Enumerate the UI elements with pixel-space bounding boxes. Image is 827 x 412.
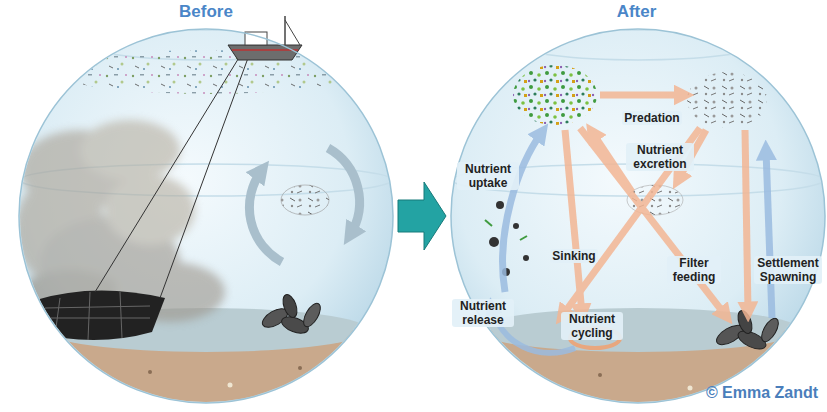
sediment-grain [598, 373, 602, 377]
flux-arrows [492, 95, 772, 353]
particle [496, 201, 504, 209]
before-scene [0, 30, 420, 412]
boat-stripe [232, 49, 298, 51]
plume-cloud [105, 175, 195, 245]
particle [489, 237, 499, 247]
particle [520, 236, 527, 240]
particle [485, 220, 492, 226]
uptake-arrow [503, 132, 542, 292]
boat-hull [228, 45, 302, 60]
sphere-outline [446, 0, 827, 412]
process-label: Nutrient cycling [561, 312, 623, 340]
zooplankton-cluster [687, 72, 767, 128]
spawning-arrow [766, 150, 772, 318]
sediment-grain [688, 386, 693, 391]
plankton-layer [56, 50, 356, 94]
flux-arrow [580, 128, 726, 316]
mussel [735, 309, 754, 336]
process-label: Predation [622, 111, 681, 125]
particle [523, 255, 529, 261]
block-arrow [398, 182, 446, 250]
after-scene [440, 30, 827, 412]
panel-heading: After [446, 2, 827, 22]
flux-arrow [600, 92, 684, 99]
mussel [280, 293, 299, 320]
sphere-panel: Before [14, 0, 398, 412]
circulation-arrow [328, 148, 360, 235]
process-label: Settlement Spawning [754, 256, 822, 284]
particle [513, 223, 519, 229]
flux-arrow [562, 128, 700, 316]
process-label: Sinking [550, 249, 597, 263]
trawl-net [32, 290, 165, 340]
circulation-arrow [249, 170, 282, 262]
sediment-grain [228, 383, 233, 388]
particle-cluster [281, 185, 329, 215]
sphere-border [19, 29, 393, 403]
mussel-bed [259, 293, 323, 337]
trawl-warp [95, 56, 240, 292]
flux-arrow [745, 130, 748, 312]
sediment-grain [148, 370, 152, 374]
sphere-border [451, 29, 825, 403]
process-label: Nutrient excretion [626, 143, 694, 171]
process-label: Nutrient uptake [457, 162, 519, 190]
process-label: Filter feeding [667, 256, 721, 284]
surface-rim [520, 30, 756, 60]
boat-rigging [285, 20, 300, 45]
trawl-warp [160, 58, 248, 298]
sphere-outline [14, 0, 398, 412]
sediment-grain [298, 366, 302, 370]
flux-arrow [565, 130, 582, 314]
plume-cloud [80, 120, 180, 180]
process-label: Nutrient release [452, 299, 514, 327]
sphere-panel: After [446, 0, 827, 412]
credit-text: © Emma Zandt [704, 384, 820, 402]
phytoplankton-cluster [513, 65, 597, 125]
panel-heading: Before [14, 2, 398, 22]
mussel [300, 301, 323, 330]
